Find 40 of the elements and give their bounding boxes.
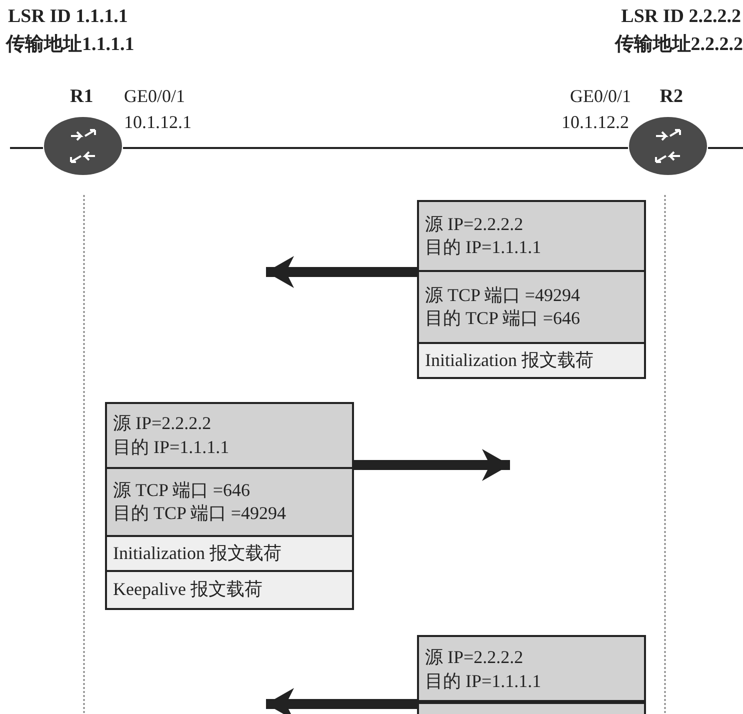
arrow [354,449,510,481]
text-label: LSR ID 1.1.1.1 [8,6,128,29]
packet-box [105,402,354,610]
text-label: 传输地址2.2.2.2 [614,34,743,57]
router-symbol [43,116,123,176]
packet-field [107,570,352,608]
field-text: Initialization 报文载荷 [113,542,282,565]
interface-label: 10.1.12.2 [562,112,629,134]
router-symbol [628,116,708,176]
field-text: 目的 IP=1.1.1.1 [113,436,230,458]
field-text: 目的 TCP 端口 =646 [425,307,581,330]
arrow [266,688,417,714]
field-text: 源 TCP 端口 =49294 [425,284,581,307]
text-label: 传输地址1.1.1.1 [6,34,134,57]
field-text: 源 IP=2.2.2.2 [113,412,212,436]
text-label: LSR ID 2.2.2.2 [621,6,741,29]
arrow [266,256,417,288]
field-text: 目的 IP=1.1.1.1 [425,236,542,259]
link-line [123,147,628,149]
interface-label: GE0/0/1 [124,86,185,108]
packet-field [419,342,644,377]
field-text: Initialization 报文载荷 [425,348,594,372]
packet-box [417,200,646,379]
router-name: R2 [660,86,683,109]
field-text: 源 IP=2.2.2.2 [425,646,524,670]
router-name: R1 [70,86,94,109]
packet-field [419,270,644,342]
packet-field [419,637,644,702]
interface-label: GE0/0/1 [570,86,631,108]
field-text: 源 IP=2.2.2.2 [425,212,524,236]
packet-field [107,404,352,467]
field-text: 源 TCP 端口 =646 [113,478,251,502]
packet-field [419,202,644,270]
field-text: Keepalive 报文载荷 [113,578,264,602]
field-text: 目的 TCP 端口 =49294 [113,502,287,525]
packet-field [107,467,352,535]
packet-field [107,535,352,570]
field-text: 目的 IP=1.1.1.1 [425,670,542,692]
interface-label: 10.1.12.1 [124,112,192,134]
packet-box [417,635,646,714]
